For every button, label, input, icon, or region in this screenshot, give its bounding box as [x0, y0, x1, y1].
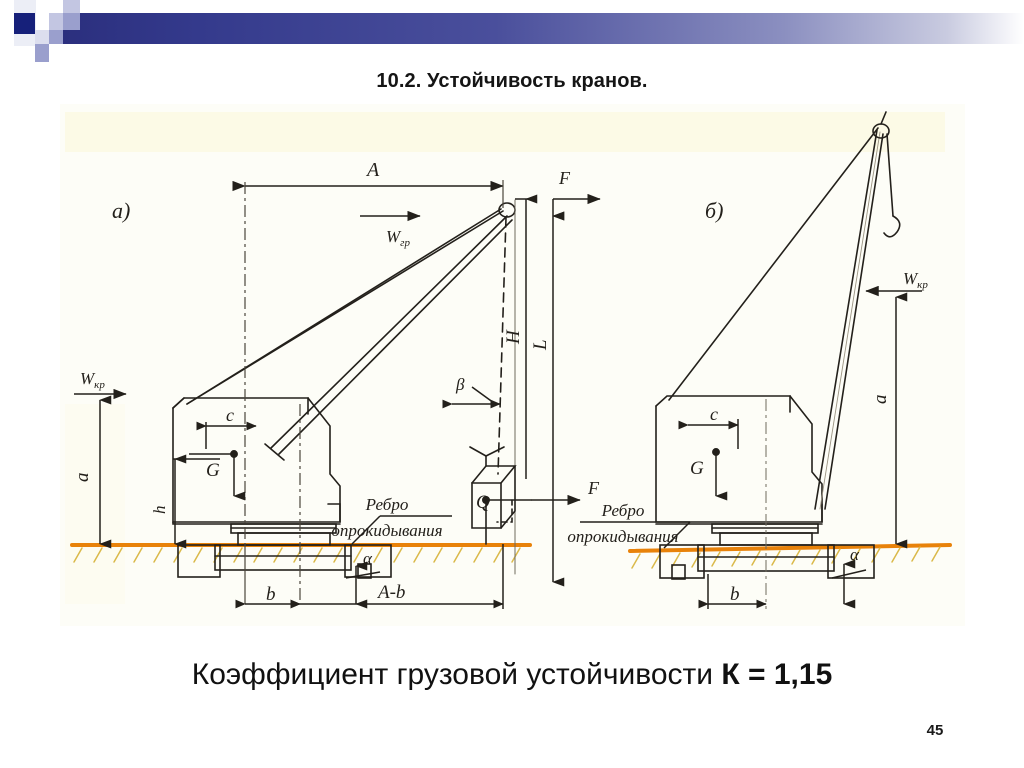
- label-height-H: H: [503, 329, 524, 345]
- edge-note-b-line2: опрокидывания: [567, 527, 678, 546]
- deco-square-6: [49, 30, 63, 44]
- label-angle-alpha-b: α: [850, 545, 860, 564]
- panel-a-label: а): [112, 198, 130, 223]
- label-reach-A: A: [365, 159, 380, 181]
- label-dim-c-a: c: [226, 405, 234, 425]
- page-title: 10.2. Устойчивость кранов.: [376, 70, 648, 92]
- label-load-Q: Q: [476, 492, 490, 513]
- label-angle-alpha-a: α: [363, 549, 373, 568]
- label-angle-beta: β: [455, 375, 465, 394]
- label-reach-minus-b: A-b: [376, 582, 405, 603]
- deco-square-8: [63, 13, 80, 30]
- label-length-L: L: [530, 339, 551, 351]
- deco-square-4: [35, 44, 49, 62]
- panel-b-label: б): [705, 198, 723, 223]
- technical-diagram: а) б) A Wгр F H L F Wкр a h c G b A-b α …: [60, 104, 965, 626]
- edge-note-b-line1: Ребро: [601, 501, 645, 520]
- label-weight-G-a: G: [206, 460, 220, 481]
- caption-value: К = 1,15: [721, 658, 833, 691]
- decorative-header-band: [0, 0, 1024, 62]
- label-dim-b-b: b: [730, 584, 740, 605]
- label-force-F-load: F: [587, 478, 600, 498]
- caption: Коэффициент грузовой устойчивости К = 1,…: [0, 658, 1024, 692]
- label-height-a-b: a: [870, 395, 891, 405]
- label-height-h: h: [150, 506, 169, 515]
- edge-note-a-line2: опрокидывания: [331, 521, 442, 540]
- label-force-F-top: F: [558, 168, 571, 188]
- deco-square-3: [35, 30, 49, 44]
- label-weight-G-b: G: [690, 458, 704, 479]
- edge-note-a-line1: Ребро: [365, 495, 409, 514]
- page-number: 45: [926, 722, 944, 739]
- label-dim-c-b: c: [710, 404, 718, 424]
- caption-text: Коэффициент грузовой устойчивости: [191, 658, 714, 691]
- label-height-a: a: [72, 473, 93, 483]
- deco-square-7: [63, 0, 80, 13]
- label-dim-b-a: b: [266, 584, 276, 605]
- deco-square-2: [14, 13, 35, 34]
- header-gradient-bar: [63, 13, 1024, 44]
